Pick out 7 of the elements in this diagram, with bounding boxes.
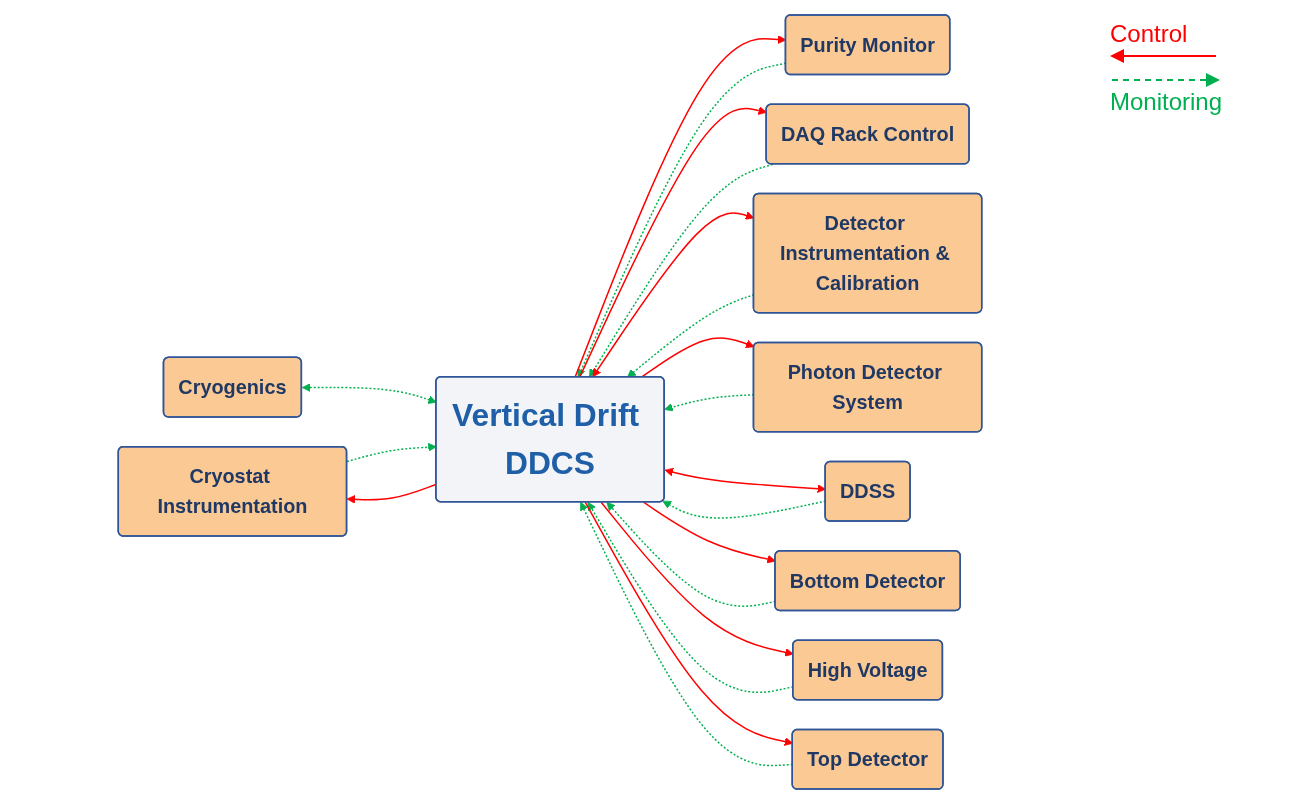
arrow bbox=[640, 336, 755, 378]
arrow bbox=[592, 210, 755, 377]
arrow bbox=[627, 293, 755, 378]
legend-text: Monitoring bbox=[1110, 88, 1223, 116]
legend-text: Control bbox=[1110, 20, 1188, 48]
arrow bbox=[664, 467, 826, 493]
arrow bbox=[578, 105, 767, 378]
